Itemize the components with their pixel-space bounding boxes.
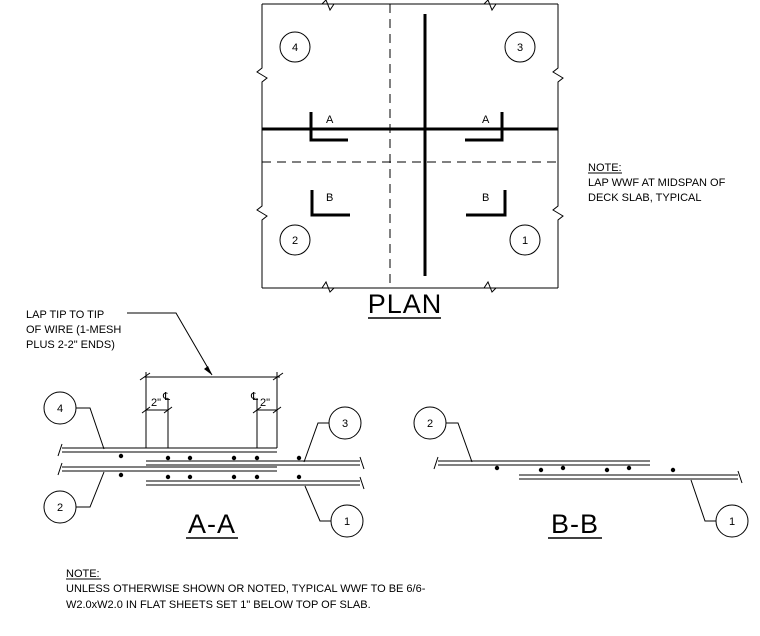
section-bb-title: B-B [551,509,599,539]
section-aa-title: A-A [188,509,236,539]
note-bottom-line-1: UNLESS OTHERWISE SHOWN OR NOTED, TYPICAL… [66,583,426,595]
mesh-sheet-3 [146,460,360,466]
mesh-sheet-2 [62,466,277,472]
centerline-left-symbol: ℄ [162,391,170,403]
note-right-line-2: DECK SLAB, TYPICAL [588,192,702,204]
lap-note-arrowhead [204,366,212,375]
lap-note-leader [127,312,213,376]
mesh-sheet-4 [62,447,277,453]
section-cut-b-right [466,190,507,217]
lap-note: LAP TIP TO TIP OF WIRE (1-MESH PLUS 2-2"… [26,309,213,376]
aa-tag-1: 1 [344,516,350,528]
note-right-heading: NOTE: [588,162,622,174]
bb-tag-2: 2 [427,418,433,430]
section-bb: 2 1 B-B [413,406,749,539]
note-right: NOTE: LAP WWF AT MIDSPAN OF DECK SLAB, T… [588,162,726,204]
section-mark-b-left: B [326,192,333,204]
plan-tag-3: 3 [517,42,523,54]
note-bottom-heading: NOTE: [66,568,100,580]
aa-tag-3: 3 [342,418,348,430]
aa-tag-4: 4 [57,403,63,415]
note-bottom-line-2: W2.0xW2.0 IN FLAT SHEETS SET 1" BELOW TO… [66,599,371,611]
plan-view: A A B B 4 3 2 1 PLAN [256,0,564,319]
mesh-sheet-bb-1 [519,474,738,480]
plan-tag-4: 4 [292,42,298,54]
wire-dots-bb [494,465,676,473]
mesh-sheet-1 [146,480,360,486]
note-bottom: NOTE: UNLESS OTHERWISE SHOWN OR NOTED, T… [66,568,426,611]
bb-tag-1: 1 [729,516,735,528]
section-aa: 2" ℄ ℄ 2" [43,372,365,539]
section-mark-b-right: B [482,192,489,204]
plan-tag-2: 2 [292,235,298,247]
lap-note-line-1: LAP TIP TO TIP [26,309,104,321]
note-right-line-1: LAP WWF AT MIDSPAN OF [588,177,726,189]
plan-title: PLAN [368,289,443,319]
wire-dots-aa [118,453,302,480]
lap-note-line-3: PLUS 2-2" ENDS) [26,339,115,351]
section-cut-a-right [465,112,504,142]
section-cut-a-left [309,112,348,142]
dim-right-2in: 2" [260,397,270,409]
section-mark-a-right: A [482,114,490,126]
section-mark-a-left: A [326,114,334,126]
section-cut-b-left [310,190,350,217]
lap-note-line-2: OF WIRE (1-MESH [26,324,121,336]
centerline-right-symbol: ℄ [250,391,258,403]
aa-tag-2: 2 [57,502,63,514]
plan-tag-1: 1 [522,235,528,247]
mesh-sheet-bb-2 [438,460,650,466]
dim-left-2in: 2" [151,397,161,409]
